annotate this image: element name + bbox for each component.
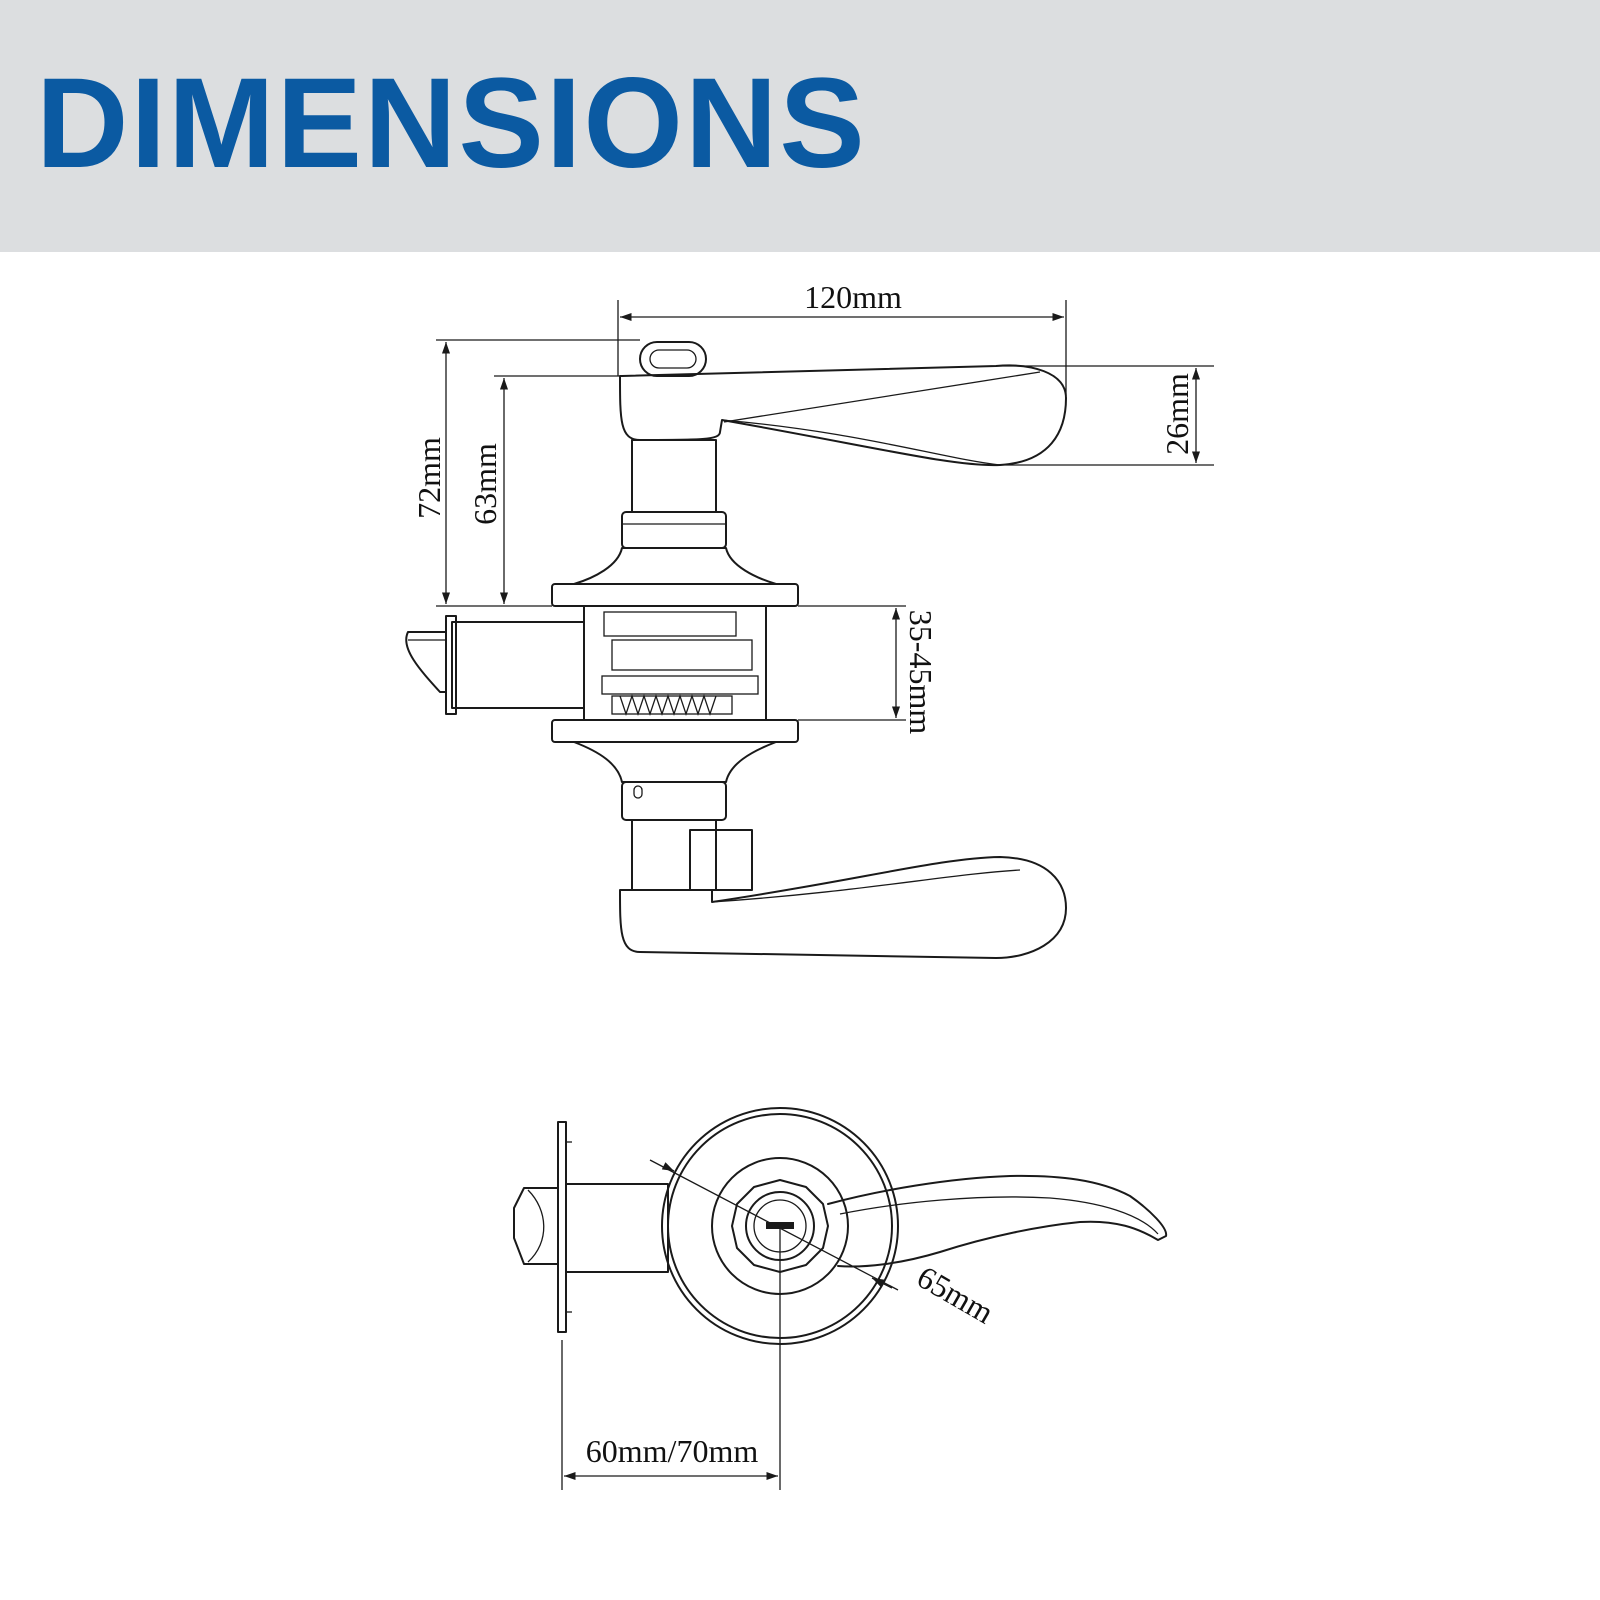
bottom-lever bbox=[619, 819, 1067, 959]
keyway-icon bbox=[766, 1222, 794, 1229]
page-title: DIMENSIONS bbox=[36, 52, 867, 195]
dimension-72mm: 72mm bbox=[411, 339, 640, 607]
lever-end-view: 65mm 60mm/70mm bbox=[513, 1107, 1168, 1490]
top-lever bbox=[619, 341, 1067, 467]
dimension-63mm: 63mm bbox=[467, 375, 622, 604]
dimension-26mm: 26mm bbox=[996, 365, 1214, 466]
dimension-35-45mm: 35-45mm bbox=[798, 605, 939, 735]
latch-tube bbox=[565, 1183, 669, 1273]
latch-chassis bbox=[405, 605, 767, 721]
dimension-120mm: 120mm bbox=[617, 279, 1067, 396]
latch-bolt bbox=[513, 1187, 559, 1265]
dim-label-backset: 60mm/70mm bbox=[586, 1433, 759, 1469]
dimension-65mm: 65mm bbox=[649, 1159, 1000, 1331]
lower-rose bbox=[551, 719, 799, 821]
latch-plate bbox=[557, 1121, 567, 1333]
dim-label-72: 72mm bbox=[411, 437, 447, 519]
dim-label-65: 65mm bbox=[911, 1258, 1000, 1330]
lever-handle-end bbox=[827, 1174, 1168, 1268]
title-banner: DIMENSIONS bbox=[0, 0, 1600, 252]
dim-label-63: 63mm bbox=[467, 443, 503, 525]
upper-neck bbox=[551, 439, 799, 607]
dim-label-120: 120mm bbox=[804, 279, 902, 315]
dimension-backset: 60mm/70mm bbox=[561, 1226, 781, 1490]
dim-label-35-45: 35-45mm bbox=[903, 610, 939, 735]
lever-side-view: 120mm 26mm 72mm 63mm 35-45mm bbox=[405, 279, 1214, 959]
dim-label-26: 26mm bbox=[1159, 373, 1195, 455]
